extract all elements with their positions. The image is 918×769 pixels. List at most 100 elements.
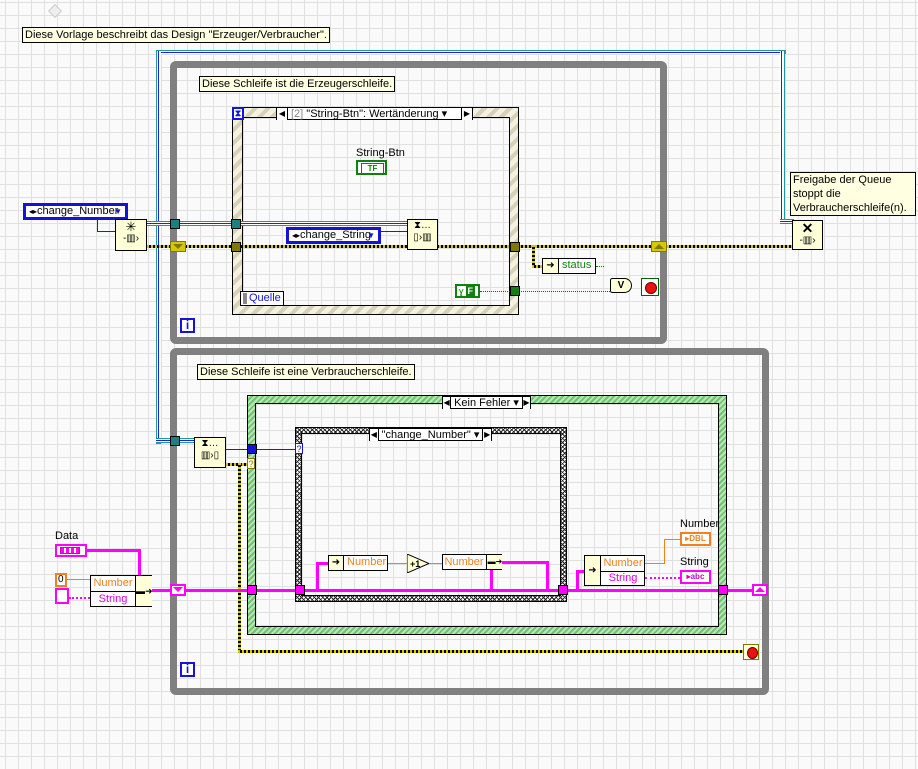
shift-register-left-consumer[interactable] — [170, 584, 186, 596]
cluster-tunnel-inner-left[interactable] — [295, 585, 305, 595]
cluster-branch-h[interactable] — [316, 562, 328, 565]
change-string-enum-constant[interactable]: ◂▸change_String ▼ — [286, 227, 381, 244]
event-structure[interactable] — [232, 107, 519, 315]
bundle-field-string[interactable]: String — [98, 593, 128, 605]
cluster-wire-consumer[interactable] — [152, 589, 762, 592]
bundle-by-name[interactable]: Number String ▬➜ — [90, 575, 153, 607]
error-case-selector[interactable]: ◀ Kein Fehler ▾ ▶ — [442, 396, 531, 409]
message-case-structure[interactable] — [295, 427, 567, 602]
error-branch-wire[interactable] — [532, 245, 535, 267]
unbundle-field-string[interactable]: String — [608, 572, 638, 584]
enum-string-wire[interactable] — [381, 231, 407, 232]
consumer-stop-terminal[interactable] — [743, 644, 759, 660]
number-indicator-wire-h[interactable] — [664, 539, 680, 540]
cluster-out-v[interactable] — [546, 561, 549, 592]
cluster-in-bundle[interactable] — [490, 570, 493, 592]
or-gate[interactable]: V — [610, 278, 632, 293]
error-selector-terminal[interactable]: ? — [247, 458, 255, 469]
data-control[interactable] — [55, 544, 87, 557]
cluster-out-h[interactable] — [502, 561, 549, 564]
event-case-selector[interactable]: ◀ [2] "String-Btn": Wertänderung ▾ ▶ — [276, 107, 473, 120]
error-tunnel-event-left[interactable] — [231, 242, 241, 252]
queue-ref-wire-producer[interactable] — [147, 221, 409, 226]
producer-loop-note[interactable]: Diese Schleife ist die Erzeugerschleife. — [199, 76, 396, 92]
shift-register-left-producer[interactable] — [170, 241, 186, 252]
next-case-arrow[interactable]: ▶ — [483, 428, 491, 441]
release-queue-node[interactable]: ✕ -▥› — [792, 220, 823, 250]
number-indicator-wire-v[interactable] — [664, 539, 665, 564]
unbundle-by-name-outer[interactable]: ➜ Number String — [584, 555, 645, 586]
prev-case-arrow[interactable]: ◀ — [277, 107, 287, 120]
enum-wire-h[interactable] — [97, 231, 115, 232]
obtain-queue-node[interactable]: ✳ -▥› — [115, 219, 147, 251]
queue-wire-top[interactable] — [156, 50, 786, 54]
cluster-branch-unbundle-h[interactable] — [576, 570, 584, 573]
bundle-field-number[interactable]: Number — [91, 576, 135, 592]
prev-case-arrow[interactable]: ◀ — [370, 428, 378, 441]
cluster-branch-up[interactable] — [316, 562, 319, 592]
consumer-loop-note[interactable]: Diese Schleife ist eine Verbraucherschle… — [197, 364, 415, 380]
string-indicator[interactable]: ▸abc — [680, 570, 711, 584]
dequeue-element-node[interactable]: ⧗… ▥›▯ — [194, 437, 226, 468]
boolean-wire[interactable] — [480, 291, 610, 292]
consumer-while-loop[interactable] — [170, 348, 769, 695]
case-selector-terminal[interactable]: ? — [295, 443, 303, 454]
number-wire-in[interactable] — [388, 563, 407, 564]
queue-tunnel-event[interactable] — [231, 219, 241, 229]
data-wire-down[interactable] — [138, 549, 141, 577]
enum-increment-icon[interactable]: ◂▸ — [292, 231, 301, 240]
number-const-wire[interactable] — [67, 579, 90, 580]
string-button-terminal[interactable]: TF — [356, 160, 387, 175]
error-wire-bottom[interactable] — [238, 650, 745, 653]
error-wire-down[interactable] — [238, 463, 241, 653]
queue-tunnel-consumer[interactable] — [170, 436, 180, 446]
change-number-enum-constant[interactable]: ◂▸change_Number ▼ — [23, 203, 128, 220]
number-indicator[interactable]: ▸DBL — [680, 532, 711, 546]
shift-register-right-consumer[interactable] — [752, 584, 768, 596]
error-branch-wire-h[interactable] — [532, 265, 544, 268]
boolean-tunnel[interactable] — [510, 286, 520, 296]
dequeue-error-wire[interactable] — [226, 463, 248, 466]
unbundle-by-name-status[interactable]: ➜status — [542, 258, 596, 274]
error-wire-producer[interactable] — [147, 245, 792, 248]
queue-wire-right[interactable] — [780, 50, 785, 224]
event-data-node[interactable]: Quelle — [240, 291, 284, 306]
producer-stop-terminal[interactable] — [641, 278, 659, 296]
cluster-tunnel-inner-right[interactable] — [558, 585, 568, 595]
next-case-arrow[interactable]: ▶ — [522, 396, 530, 409]
number-indicator-wire[interactable] — [645, 563, 665, 564]
string-indicator-wire[interactable] — [645, 577, 680, 579]
cluster-tunnel-left[interactable] — [247, 585, 257, 595]
data-wire[interactable] — [87, 549, 141, 552]
enum-dropdown-icon[interactable]: ▼ — [114, 207, 122, 216]
number-wire-out[interactable] — [429, 563, 442, 564]
string-constant[interactable] — [55, 588, 69, 604]
prev-case-arrow[interactable]: ◀ — [443, 396, 451, 409]
queue-wire-right-h[interactable] — [780, 219, 794, 224]
event-timeout-icon[interactable]: ⧗ — [232, 107, 244, 120]
shift-register-right-producer[interactable] — [651, 241, 667, 252]
enqueue-element-node[interactable]: ⧗… ▯›▥ — [407, 219, 438, 250]
error-tunnel-event-right[interactable] — [510, 242, 520, 252]
enum-wire[interactable] — [97, 219, 98, 231]
unbundle-field-number[interactable]: Number — [601, 556, 645, 572]
next-case-arrow[interactable]: ▶ — [462, 107, 472, 120]
unbundle-by-name-number[interactable]: ➜Number — [328, 555, 388, 571]
increment-node[interactable]: +1 — [406, 553, 431, 574]
string-const-wire[interactable] — [69, 597, 90, 599]
queue-tunnel-producer[interactable] — [170, 219, 180, 229]
cluster-tunnel-right[interactable] — [718, 585, 728, 595]
number-constant[interactable]: 0 — [55, 573, 67, 587]
release-queue-note[interactable]: Freigabe der Queue stoppt die Verbrauche… — [790, 172, 916, 216]
cluster-branch-unbundle[interactable] — [576, 570, 579, 592]
producer-while-loop[interactable] — [170, 61, 667, 344]
enum-dropdown-icon[interactable]: ▼ — [367, 231, 375, 240]
element-wire[interactable] — [226, 449, 296, 450]
bundle-by-name-inner[interactable]: Number ▬➜ — [442, 554, 503, 570]
enum-increment-icon[interactable]: ◂▸ — [29, 207, 38, 216]
status-wire[interactable] — [596, 266, 604, 267]
element-tunnel[interactable] — [247, 444, 257, 454]
message-case-selector[interactable]: ◀ "change_Number" ▾ ▶ — [369, 428, 492, 441]
template-description-note[interactable]: Diese Vorlage beschreibt das Design "Erz… — [22, 27, 330, 43]
